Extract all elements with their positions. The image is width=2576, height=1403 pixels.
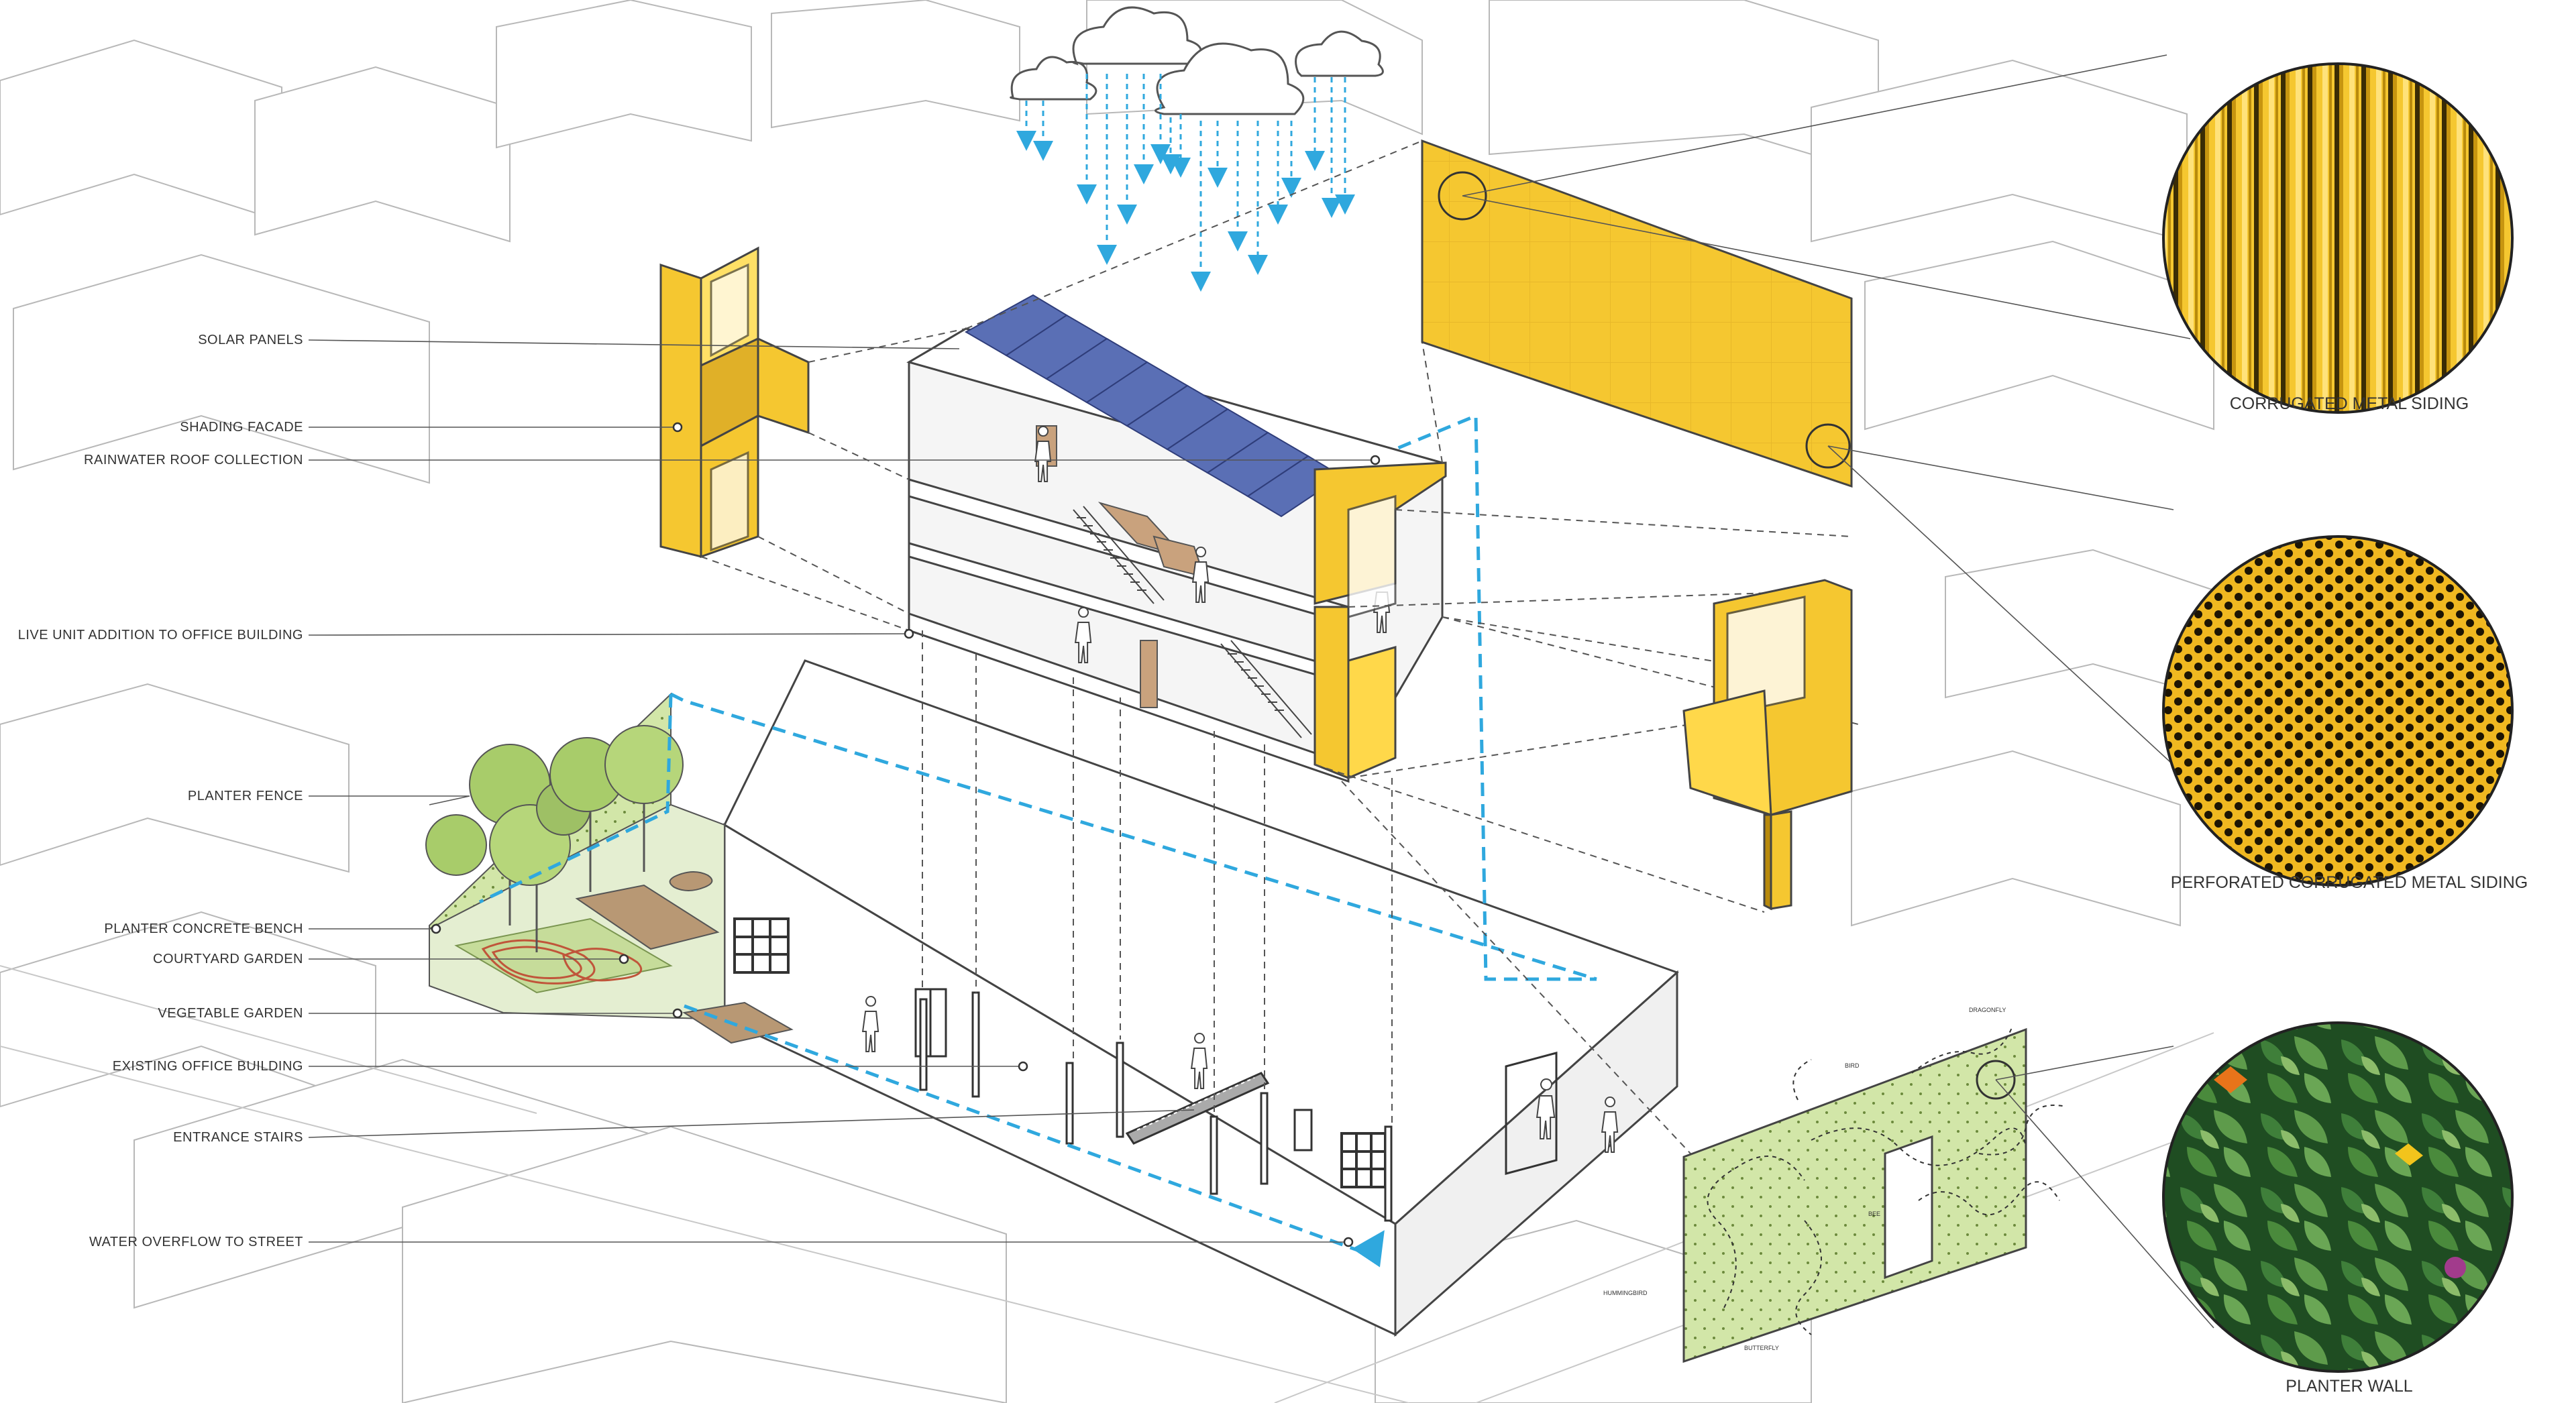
label-dragonfly: DRAGONFLY (1969, 1007, 2006, 1013)
courtyard (425, 692, 794, 1044)
label-shading-facade: SHADING FACADE (180, 420, 303, 435)
live-unit-addition (906, 294, 1447, 783)
material-planter-swatch (2162, 1021, 2514, 1373)
columns (919, 991, 1393, 1222)
label-bee: BEE (1868, 1211, 1881, 1217)
trees (425, 725, 684, 952)
leader-lines (308, 54, 2224, 1329)
label-planter-wall: PLANTER WALL (2286, 1377, 2413, 1396)
existing-office-building (723, 659, 1679, 1337)
label-entrance-stairs: ENTRANCE STAIRS (173, 1130, 303, 1145)
label-vegetable-garden: VEGETABLE GARDEN (158, 1006, 303, 1021)
label-live-unit-addition: LIVE UNIT ADDITION TO OFFICE BUILDING (17, 628, 303, 642)
interior-stairs (1073, 506, 1312, 738)
label-bird: BIRD (1845, 1062, 1860, 1069)
people (861, 996, 1619, 1153)
corrugated-panel (1421, 139, 1853, 488)
water-route (478, 413, 1597, 1268)
entrance-stairs (1125, 1072, 1270, 1145)
shading-facade-right (1682, 579, 1853, 911)
label-courtyard-garden: COURTYARD GARDEN (153, 952, 303, 966)
label-planter-fence: PLANTER FENCE (187, 789, 303, 803)
label-corrugated-metal-siding: CORRUGATED METAL SIDING (2229, 394, 2469, 413)
label-rainwater-roof-collection: RAINWATER ROOF COLLECTION (84, 453, 303, 467)
material-corrugated-swatch (2162, 62, 2514, 414)
interior-people (1034, 426, 1391, 663)
office-window (733, 917, 790, 974)
label-hummingbird: HUMMINGBIRD (1603, 1290, 1648, 1296)
projection-lines (700, 140, 1859, 1154)
leader-dots (431, 422, 1381, 1247)
label-existing-office-building: EXISTING OFFICE BUILDING (112, 1059, 303, 1074)
material-perforated-swatch (2162, 535, 2514, 887)
label-water-overflow: WATER OVERFLOW TO STREET (89, 1235, 303, 1249)
courtyard-tables (575, 871, 794, 1044)
label-planter-concrete-bench: PLANTER CONCRETE BENCH (104, 921, 303, 936)
label-perforated-corrugated-metal-siding: PERFORATED CORRUGATED METAL SIDING (2170, 873, 2528, 892)
label-solar-panels: SOLAR PANELS (198, 333, 303, 347)
yellow-corner-facade (1313, 461, 1447, 780)
planter-wall (1682, 1025, 2067, 1363)
solar-panels (964, 294, 1343, 518)
office-door (914, 988, 1558, 1175)
label-butterfly: BUTTERFLY (1744, 1345, 1779, 1351)
rain-clouds (1010, 6, 1384, 292)
shading-facade-left (659, 246, 810, 559)
